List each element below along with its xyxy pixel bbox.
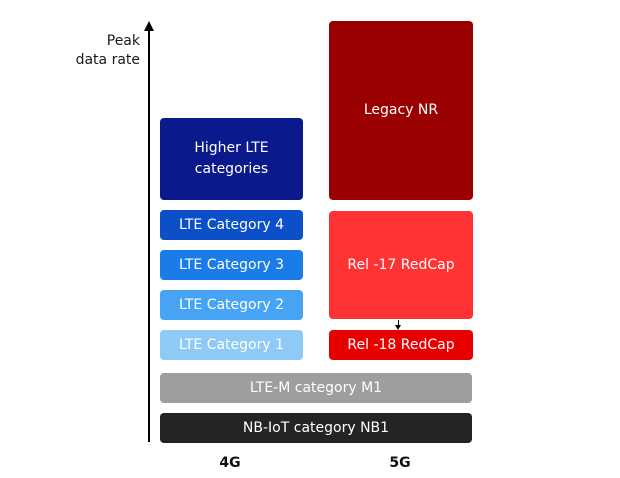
block-lte-category-3: LTE Category 3 [160, 250, 303, 280]
y-axis-line [148, 30, 150, 442]
block-rel17-redcap: Rel -17 RedCap [329, 211, 473, 319]
redcap-arrow-head [395, 325, 401, 330]
y-axis-label: Peak data rate [75, 33, 140, 68]
redcap-arrow-line [398, 320, 399, 326]
column-label-4g: 4G [219, 455, 241, 471]
block-rel18-redcap: Rel -18 RedCap [329, 330, 473, 360]
block-legacy-nr: Legacy NR [329, 21, 473, 200]
block-nb-iot-category-nb1: NB-IoT category NB1 [160, 413, 472, 443]
block-lte-category-2: LTE Category 2 [160, 290, 303, 320]
block-higher-lte-categories: Higher LTE categories [160, 118, 303, 200]
block-lte-category-4: LTE Category 4 [160, 210, 303, 240]
column-label-5g: 5G [389, 455, 411, 471]
axis-arrowhead [144, 21, 154, 31]
block-lte-category-1: LTE Category 1 [160, 330, 303, 360]
block-lte-m-category-m1: LTE-M category M1 [160, 373, 472, 403]
